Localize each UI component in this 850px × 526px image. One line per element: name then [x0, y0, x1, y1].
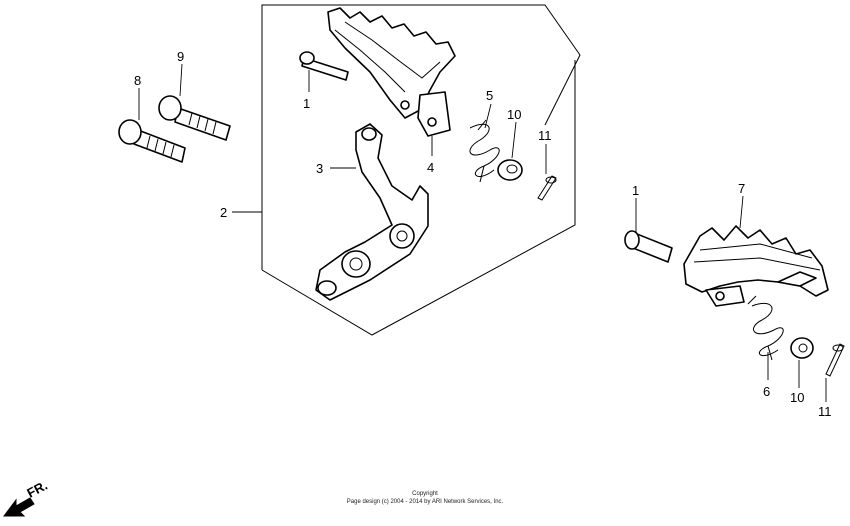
cotter-pin-part-left: [537, 175, 557, 201]
cotter-pin-part-right: [825, 343, 845, 377]
callout-3: 3: [316, 161, 323, 176]
washer-part-left: [497, 159, 523, 181]
callout-1-right: 1: [632, 183, 639, 198]
copyright-line-2: Page design (c) 2004 - 2014 by ARI Netwo…: [346, 499, 504, 505]
callout-7: 7: [738, 181, 745, 196]
pin-part-left: [299, 51, 349, 81]
spring-part-right: [747, 295, 784, 361]
leader-lines: [138, 63, 827, 402]
callout-6: 6: [763, 384, 770, 399]
direction-label: FR.: [24, 478, 50, 501]
copyright-line-1: Copyright: [412, 491, 438, 497]
bolt-part-8: [118, 119, 186, 163]
washer-part-right: [790, 337, 814, 359]
front-direction-arrow: FR.: [3, 478, 50, 517]
arm-part: [315, 123, 429, 301]
footpeg-part-left: [327, 7, 456, 137]
arrow-icon: [3, 497, 35, 517]
callout-10-left: 10: [507, 107, 521, 122]
spring-part-left: [469, 119, 500, 183]
pin-part-right: [624, 230, 673, 263]
callout-10-right: 10: [790, 390, 804, 405]
bolt-part-9: [158, 95, 231, 141]
callout-9: 9: [177, 49, 184, 64]
callout-1-left: 1: [303, 96, 310, 111]
callout-5: 5: [486, 88, 493, 103]
callout-11-right: 11: [818, 404, 832, 419]
callout-8: 8: [134, 73, 141, 88]
footpeg-part-right: [683, 225, 829, 307]
callout-2: 2: [220, 205, 227, 220]
callout-11-left: 11: [538, 128, 552, 143]
assembly-bracket-outline: [261, 4, 581, 336]
callout-4: 4: [427, 160, 434, 175]
